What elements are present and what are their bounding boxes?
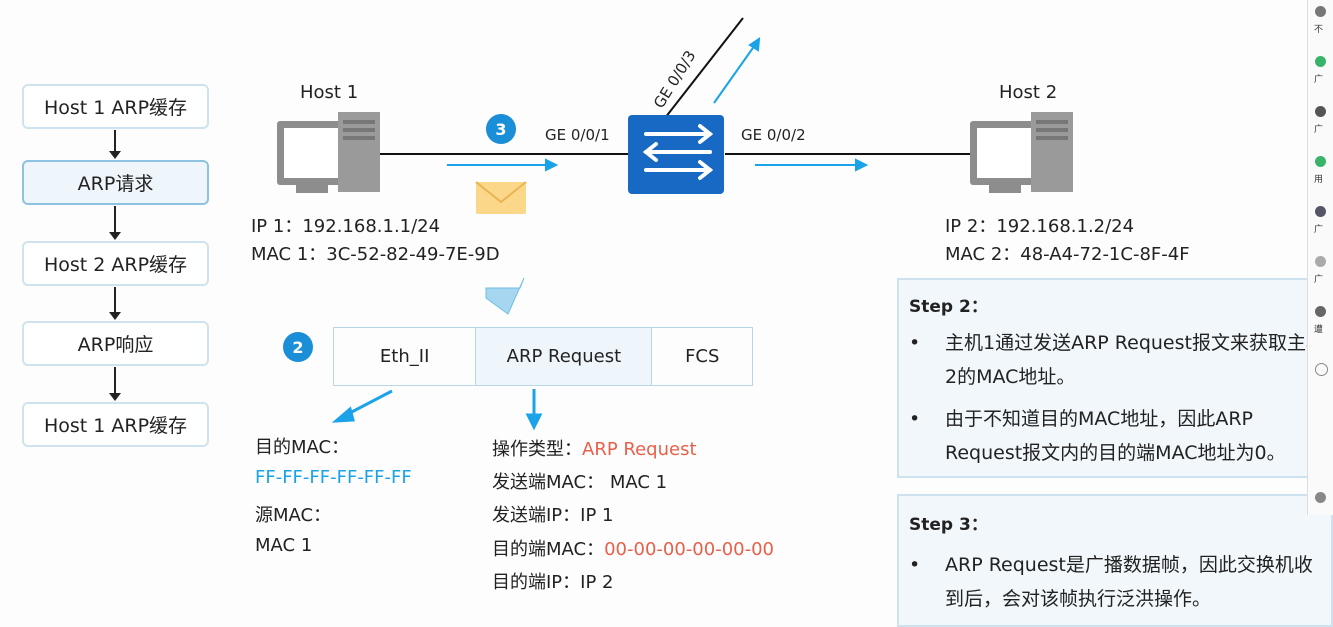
menu-icon[interactable]: [1315, 492, 1326, 503]
step2-bullet2: 由于不知道目的MAC地址，因此ARP Request报文内的目的端MAC地址为0…: [945, 408, 1286, 464]
port-label-ge002: GE 0/0/2: [741, 126, 806, 144]
sidebar-text: 广: [1314, 225, 1324, 235]
avatar-icon[interactable]: [1315, 156, 1326, 167]
step2-panel: Step 2： • 主机1通过发送ARP Request报文来获取主机2的MAC…: [897, 278, 1333, 478]
sidebar-text: 遭: [1314, 325, 1324, 335]
sidebar-text: 用: [1314, 175, 1324, 185]
host2-computer-icon: [970, 112, 1073, 193]
avatar-icon[interactable]: [1315, 6, 1326, 17]
frame-arp-field: ARP Request: [476, 328, 653, 385]
sidebar-text: 广: [1314, 275, 1324, 285]
bullet-icon: •: [909, 554, 921, 576]
step2-bullet1: 主机1通过发送ARP Request报文来获取主机2的MAC地址。: [945, 332, 1325, 388]
flow-arrows: [447, 37, 869, 172]
eth-dst-label: 目的MAC：: [255, 437, 350, 458]
sidebar-text: 广: [1314, 75, 1324, 85]
flow-host1-cache: Host 1 ARP缓存: [22, 84, 209, 129]
host1-computer-icon: [277, 112, 380, 193]
avatar-icon[interactable]: [1315, 306, 1326, 317]
arp-op-value: ARP Request: [582, 439, 697, 460]
bullet-icon: •: [909, 332, 921, 354]
sidebar-text: 不: [1314, 25, 1324, 35]
down-arrow-icon: [485, 277, 525, 315]
arp-op-label: 操作类型：: [492, 439, 582, 460]
avatar-icon[interactable]: [1315, 256, 1326, 267]
switch-icon: [628, 115, 724, 194]
arp-target-ip: 目的端IP：IP 2: [492, 572, 614, 593]
arp-sender-ip: 发送端IP：IP 1: [492, 505, 614, 526]
arp-target-mac-label: 目的端MAC：: [492, 539, 605, 560]
flow-arrow: [109, 206, 121, 240]
sidebar-text: 广: [1314, 125, 1324, 135]
flow-arrow: [109, 367, 121, 401]
avatar-icon[interactable]: [1315, 206, 1326, 217]
avatar-icon[interactable]: [1315, 106, 1326, 117]
flow-arp-reply: ARP响应: [22, 321, 209, 366]
host2-name: Host 2: [999, 82, 1058, 103]
avatar-icon[interactable]: [1315, 56, 1326, 67]
host2-mac: MAC 2：48-A4-72-1C-8F-4F: [945, 244, 1190, 265]
host1-name: Host 1: [300, 82, 359, 103]
eth-src-label: 源MAC：: [255, 505, 332, 526]
flow-arrow: [109, 287, 121, 320]
arp-target-mac-value: 00-00-00-00-00-00: [604, 539, 775, 560]
step3-title: Step 3：: [909, 515, 988, 535]
step-badge-3: 3: [486, 114, 516, 144]
frame-fcs-field: FCS: [685, 346, 720, 367]
flow-host1-cache-final: Host 1 ARP缓存: [22, 402, 209, 447]
topology-drawing: [277, 17, 1073, 315]
host1-mac: MAC 1：3C-52-82-49-7E-9D: [251, 244, 500, 265]
flow-arp-request: ARP请求: [22, 160, 209, 205]
port-label-ge001: GE 0/0/1: [545, 126, 610, 144]
step-badge-2: 2: [283, 332, 313, 362]
bullet-icon: •: [909, 408, 921, 430]
flow-arrow: [109, 130, 121, 159]
host1-ip: IP 1：192.168.1.1/24: [251, 216, 441, 237]
link-switch-ge003: [664, 17, 744, 119]
step3-panel: Step 3： • ARP Request是广播数据帧，因此交换机收到后，会对该…: [897, 494, 1333, 627]
frame-arrows: [331, 389, 543, 431]
flow-host2-cache: Host 2 ARP缓存: [22, 241, 209, 286]
overlay-sidebar[interactable]: 不 广 广 用 广 广 遭: [1307, 0, 1333, 515]
arp-target-mac-row: 目的端MAC：00-00-00-00-00-00: [492, 535, 774, 561]
host2-ip: IP 2：192.168.1.2/24: [945, 216, 1135, 237]
eth-src-value: MAC 1: [255, 535, 313, 556]
envelope-icon: [475, 181, 527, 214]
eth-dst-value: FF-FF-FF-FF-FF-FF: [255, 467, 412, 488]
frame-structure: Eth_II ARP Request FCS: [333, 327, 753, 386]
step3-bullet1: ARP Request是广播数据帧，因此交换机收到后，会对该帧执行泛洪操作。: [945, 554, 1313, 610]
arp-sender-mac: 发送端MAC： MAC 1: [492, 472, 668, 493]
arp-op-row: 操作类型：ARP Request: [492, 435, 697, 461]
frame-eth-field: Eth_II: [334, 328, 477, 385]
clock-icon[interactable]: [1315, 363, 1328, 376]
step2-title: Step 2：: [909, 297, 988, 317]
